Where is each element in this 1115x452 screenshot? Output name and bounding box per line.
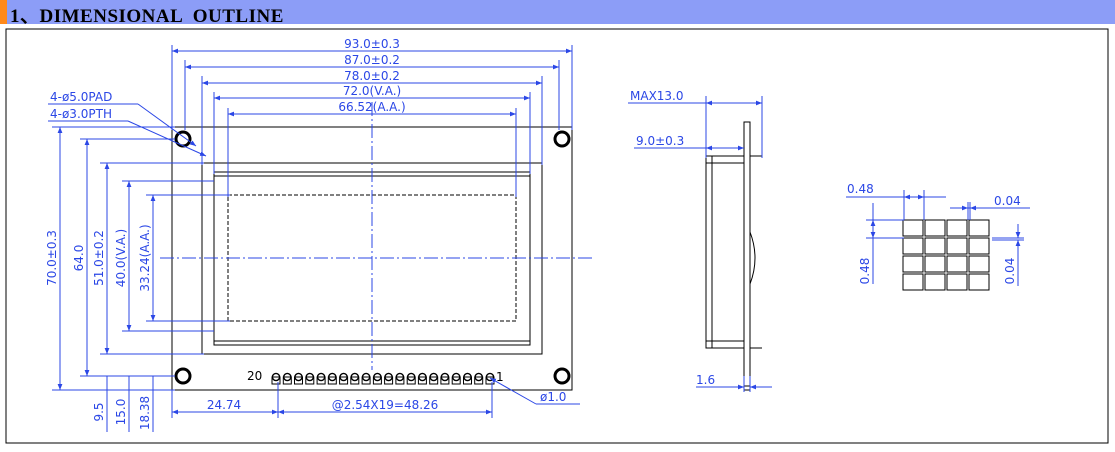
pin-1-label: 1 xyxy=(496,370,504,384)
pixel-dot xyxy=(946,273,968,291)
pixel-dot xyxy=(924,237,946,255)
pixel-dot xyxy=(946,255,968,273)
dim-max-13: MAX13.0 xyxy=(630,89,684,103)
pixel-dot xyxy=(902,219,924,237)
dim-1-6: 1.6 xyxy=(696,373,715,387)
dim-height-40: 40.0(V.A.) xyxy=(114,229,128,287)
dim-width-66: 66.52(A.A.) xyxy=(338,100,405,114)
pixel-detail: 0.48 0.04 0.48 0.04 xyxy=(846,182,1030,291)
dim-9-5: 9.5 xyxy=(92,402,106,421)
dim-pixel-gap-v: 0.04 xyxy=(1003,258,1017,285)
side-lcd-body xyxy=(705,155,745,349)
side-view: MAX13.0 9.0±0.3 1.6 xyxy=(628,89,772,392)
left-dimensions xyxy=(52,126,230,391)
pixel-dot xyxy=(902,255,924,273)
connector-pin-pad xyxy=(271,376,281,385)
connector-pin-pad xyxy=(429,376,439,385)
dim-pin-pitch: @2.54X19=48.26 xyxy=(332,398,439,412)
pixel-dot xyxy=(902,273,924,291)
pixel-dot xyxy=(924,255,946,273)
pixel-dot xyxy=(924,219,946,237)
dim-18-38: 18.38 xyxy=(138,396,152,430)
connector-pin-pad xyxy=(474,376,484,385)
connector-pin-pad xyxy=(350,376,360,385)
note-pin-hole: ø1.0 xyxy=(540,390,566,404)
front-view: 20 1 93.0±0.3 87.0±0.2 78.0±0.2 72.0(V.A… xyxy=(45,37,592,432)
dim-pixel-gap-h: 0.04 xyxy=(994,194,1021,208)
connector-pin-pad xyxy=(327,376,337,385)
connector-pin-pad xyxy=(395,376,405,385)
dim-pixel-width: 0.48 xyxy=(847,182,874,196)
dim-height-64: 64.0 xyxy=(72,245,86,272)
pixel-dot xyxy=(968,255,990,273)
pixel-dot xyxy=(968,219,990,237)
dim-height-33: 33.24(A.A.) xyxy=(138,224,152,291)
pixel-dot xyxy=(946,237,968,255)
connector-pin-pad xyxy=(282,376,292,385)
section-header: 1、DIMENSIONAL OUTLINE xyxy=(0,0,1115,27)
note-pad-holes: 4-ø5.0PAD xyxy=(50,90,112,104)
dim-height-70: 70.0±0.3 xyxy=(45,230,59,286)
pixel-dot xyxy=(968,273,990,291)
dim-width-78: 78.0±0.2 xyxy=(344,69,400,83)
connector-pin-pad xyxy=(406,376,416,385)
drawing-frame xyxy=(5,28,1109,444)
pixel-dot xyxy=(902,237,924,255)
connector-pin-pad xyxy=(361,376,371,385)
dim-width-87: 87.0±0.2 xyxy=(344,53,400,67)
dim-15-0: 15.0 xyxy=(114,399,128,426)
pixel-dot-grid xyxy=(902,219,990,291)
dim-9-0: 9.0±0.3 xyxy=(636,134,684,148)
connector-pin-pad xyxy=(463,376,472,385)
section-title: 1、DIMENSIONAL OUTLINE xyxy=(10,6,284,27)
top-dimensions xyxy=(171,45,573,197)
pixel-dot xyxy=(968,237,990,255)
connector-pin-pad xyxy=(451,376,461,385)
pixel-dot xyxy=(946,219,968,237)
connector-pin-pad xyxy=(316,376,326,385)
dim-24-74: 24.74 xyxy=(207,398,241,412)
connector-pin-pad xyxy=(372,376,382,385)
connector-pins xyxy=(271,372,495,385)
dim-height-51: 51.0±0.2 xyxy=(92,230,106,286)
connector-pin-pad xyxy=(384,376,394,385)
side-component-bump xyxy=(749,231,756,285)
note-pth-holes: 4-ø3.0PTH xyxy=(50,107,112,121)
side-pcb xyxy=(743,121,751,387)
bottom-left-dimensions xyxy=(100,375,172,432)
connector-pin-pad xyxy=(339,376,349,385)
dim-width-72: 72.0(V.A.) xyxy=(343,84,401,98)
pin-20-label: 20 xyxy=(247,369,262,383)
connector-pin-pad xyxy=(294,376,303,385)
dim-pixel-height: 0.48 xyxy=(858,258,872,285)
dim-width-93: 93.0±0.3 xyxy=(344,37,400,51)
header-accent xyxy=(0,0,7,24)
connector-pin-pad xyxy=(417,376,427,385)
pixel-dot xyxy=(924,273,946,291)
connector-pin-pad xyxy=(440,376,450,385)
pixel-dimensions xyxy=(846,190,1030,286)
bottom-dimensions xyxy=(171,377,580,418)
connector-pin-pad xyxy=(305,376,315,385)
side-dimensions xyxy=(628,96,772,392)
